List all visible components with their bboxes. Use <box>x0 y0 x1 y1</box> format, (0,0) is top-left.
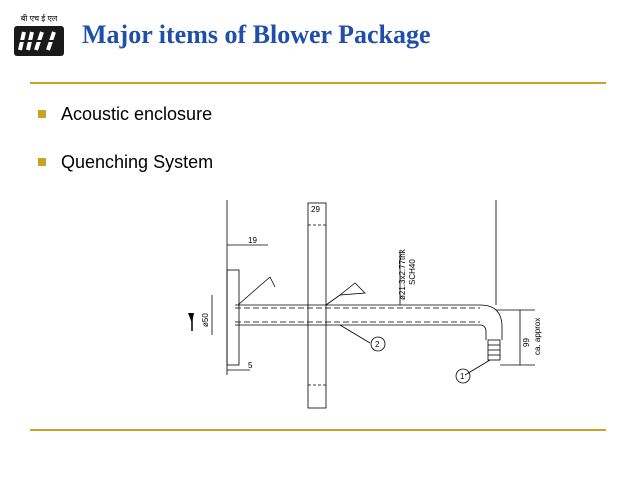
bullet-square-icon <box>38 110 46 118</box>
dim-right-value-label: 99 <box>522 338 531 347</box>
bottom-divider <box>30 429 606 431</box>
page-title: Major items of Blower Package <box>82 20 431 49</box>
pipe-schedule-label: SCH40 <box>408 259 417 285</box>
bullet-label: Acoustic enclosure <box>61 103 213 124</box>
dim-diameter-label: ø50 <box>201 313 210 327</box>
logo-hindi-text: बी एच ई एल <box>21 13 58 23</box>
bullet-square-icon <box>38 158 46 166</box>
dim-left-top-label: 19 <box>248 236 257 245</box>
dim-top-label: 29 <box>311 205 320 214</box>
bhel-logo: बी एच ई एल <box>10 12 68 62</box>
bullet-item: Quenching System <box>38 149 213 175</box>
callout-1-label: 1 <box>460 372 465 381</box>
bullet-list: Acoustic enclosure Quenching System <box>38 101 213 197</box>
pipe-spec-label: ø21.3x2.77thk <box>398 248 407 300</box>
bullet-label: Quenching System <box>61 151 214 172</box>
top-divider <box>30 82 606 84</box>
bullet-item: Acoustic enclosure <box>38 101 213 127</box>
dim-right-note-label: ca. approx <box>533 318 542 355</box>
quenching-system-drawing: 29 19 ø50 5 ø21.3x2.77thk SCH40 2 1 99 c… <box>180 195 560 415</box>
dim-bottom-label: 5 <box>248 361 253 370</box>
callout-2-label: 2 <box>375 340 380 349</box>
